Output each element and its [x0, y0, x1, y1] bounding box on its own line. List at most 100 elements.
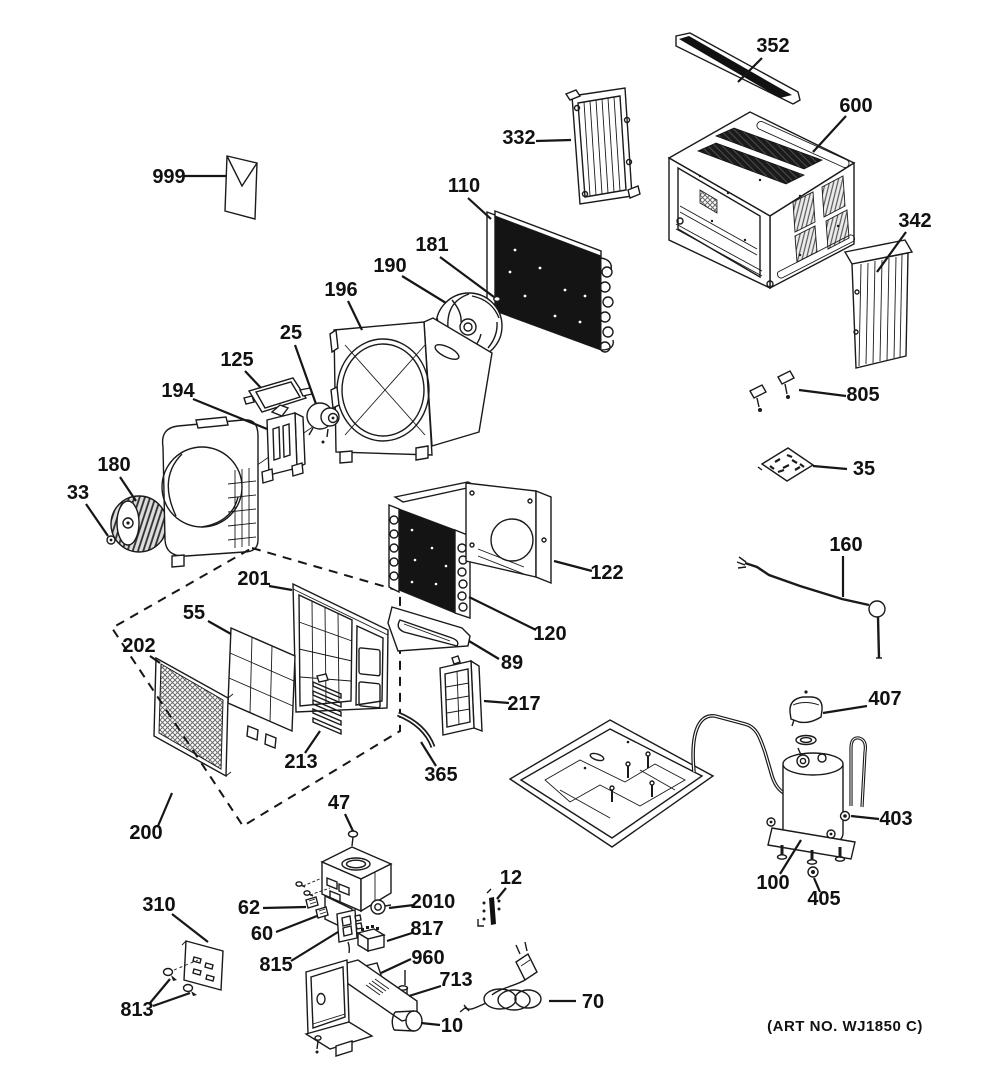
label-70: 70 [582, 991, 604, 1013]
leader-405 [812, 877, 822, 893]
part-cabinet-600 [667, 111, 856, 290]
part-knob-62 [305, 896, 319, 909]
label-89: 89 [501, 652, 523, 674]
leader-181 [439, 256, 495, 298]
leader-35 [812, 464, 848, 471]
label-180: 180 [97, 454, 130, 476]
part-drain-guide-89 [387, 606, 471, 652]
leader-2010 [388, 903, 415, 910]
label-25: 25 [280, 322, 302, 344]
label-47: 47 [328, 792, 350, 814]
leader-352 [737, 57, 763, 83]
part-fan-shroud-196 [329, 317, 493, 464]
part-louver-insert-213 [312, 673, 342, 736]
part-side-louver-342 [843, 239, 914, 369]
label-35: 35 [853, 458, 875, 480]
label-120: 120 [533, 623, 566, 645]
part-blower-wheel-180 [110, 495, 168, 553]
leader-62 [262, 905, 307, 910]
leader-200 [156, 792, 174, 827]
leader-89 [468, 640, 500, 660]
part-evaporator-120 [388, 481, 479, 619]
label-817: 817 [410, 918, 443, 940]
leader-805 [798, 388, 847, 398]
part-sensor-tube-160 [736, 556, 886, 659]
leader-120 [468, 596, 537, 631]
leader-403 [850, 814, 880, 821]
part-fan-motor-25 [306, 402, 340, 444]
label-55: 55 [183, 602, 205, 624]
label-310: 310 [142, 894, 175, 916]
leader-600 [812, 115, 847, 153]
leader-25 [293, 344, 318, 405]
label-217: 217 [507, 693, 540, 715]
label-815: 815 [259, 954, 292, 976]
leader-47 [344, 813, 354, 832]
leader-60 [275, 914, 318, 934]
art-number: (ART NO. WJ1850 C) [767, 1018, 923, 1035]
part-front-grille-201 [292, 582, 389, 713]
part-wire-harness-12 [477, 888, 501, 927]
leader-817 [386, 931, 413, 943]
part-switch-817 [356, 925, 386, 953]
part-compressor-100 [766, 747, 856, 865]
leader-813b [152, 991, 191, 1008]
label-190: 190 [373, 255, 406, 277]
label-202: 202 [122, 635, 155, 657]
leader-12 [496, 887, 507, 900]
leader-310 [171, 913, 209, 943]
part-control-board-35 [757, 447, 815, 482]
label-200: 200 [129, 822, 162, 844]
leader-55 [207, 620, 232, 635]
label-110: 110 [448, 175, 480, 197]
leader-407 [822, 704, 868, 715]
part-vent-door-217 [439, 655, 483, 736]
label-62: 62 [238, 897, 260, 919]
label-332: 332 [502, 127, 535, 149]
part-knob-60 [315, 906, 329, 919]
part-knob-2010 [370, 899, 392, 915]
leader-201 [268, 584, 293, 592]
leader-960 [380, 958, 412, 974]
leader-332 [535, 138, 572, 143]
leader-122 [553, 559, 593, 573]
leader-196 [347, 300, 363, 331]
label-365: 365 [424, 764, 457, 786]
part-motor-bracket-194 [261, 404, 306, 484]
label-122: 122 [590, 562, 623, 584]
part-nut-33 [106, 535, 116, 545]
label-960: 960 [411, 947, 444, 969]
part-nut-403 [839, 810, 851, 822]
leader-33 [85, 503, 109, 537]
part-top-rail-352 [675, 32, 801, 105]
label-805: 805 [846, 384, 879, 406]
leader-110 [467, 197, 492, 220]
leader-10 [420, 1021, 441, 1027]
label-403: 403 [879, 808, 912, 830]
label-352: 352 [756, 35, 789, 57]
part-terminal-cover-407 [789, 690, 823, 746]
label-407: 407 [868, 688, 901, 710]
part-side-louver-332 [564, 87, 641, 205]
part-screws-813 [162, 967, 197, 996]
leader-365 [420, 741, 437, 767]
label-213: 213 [284, 751, 317, 773]
label-60: 60 [251, 923, 273, 945]
part-control-panel-10 [304, 959, 423, 1057]
part-refrigerant-tubing [691, 714, 867, 808]
leader-125 [244, 370, 262, 389]
part-front-assembly-outline-200 [110, 546, 401, 828]
label-196: 196 [324, 279, 357, 301]
part-thermostat-815 [336, 909, 363, 954]
leader-813a [149, 978, 171, 1004]
leader-lines [85, 57, 907, 1027]
leader-213 [304, 730, 321, 754]
leader-194 [192, 397, 268, 431]
leader-202 [149, 655, 161, 664]
part-filter-frame-55 [227, 626, 296, 749]
leader-180 [119, 476, 137, 502]
part-bulkhead-122 [465, 482, 552, 585]
leader-815 [290, 931, 339, 962]
part-literature-envelope-999 [224, 155, 258, 220]
part-clips-805 [749, 370, 795, 412]
